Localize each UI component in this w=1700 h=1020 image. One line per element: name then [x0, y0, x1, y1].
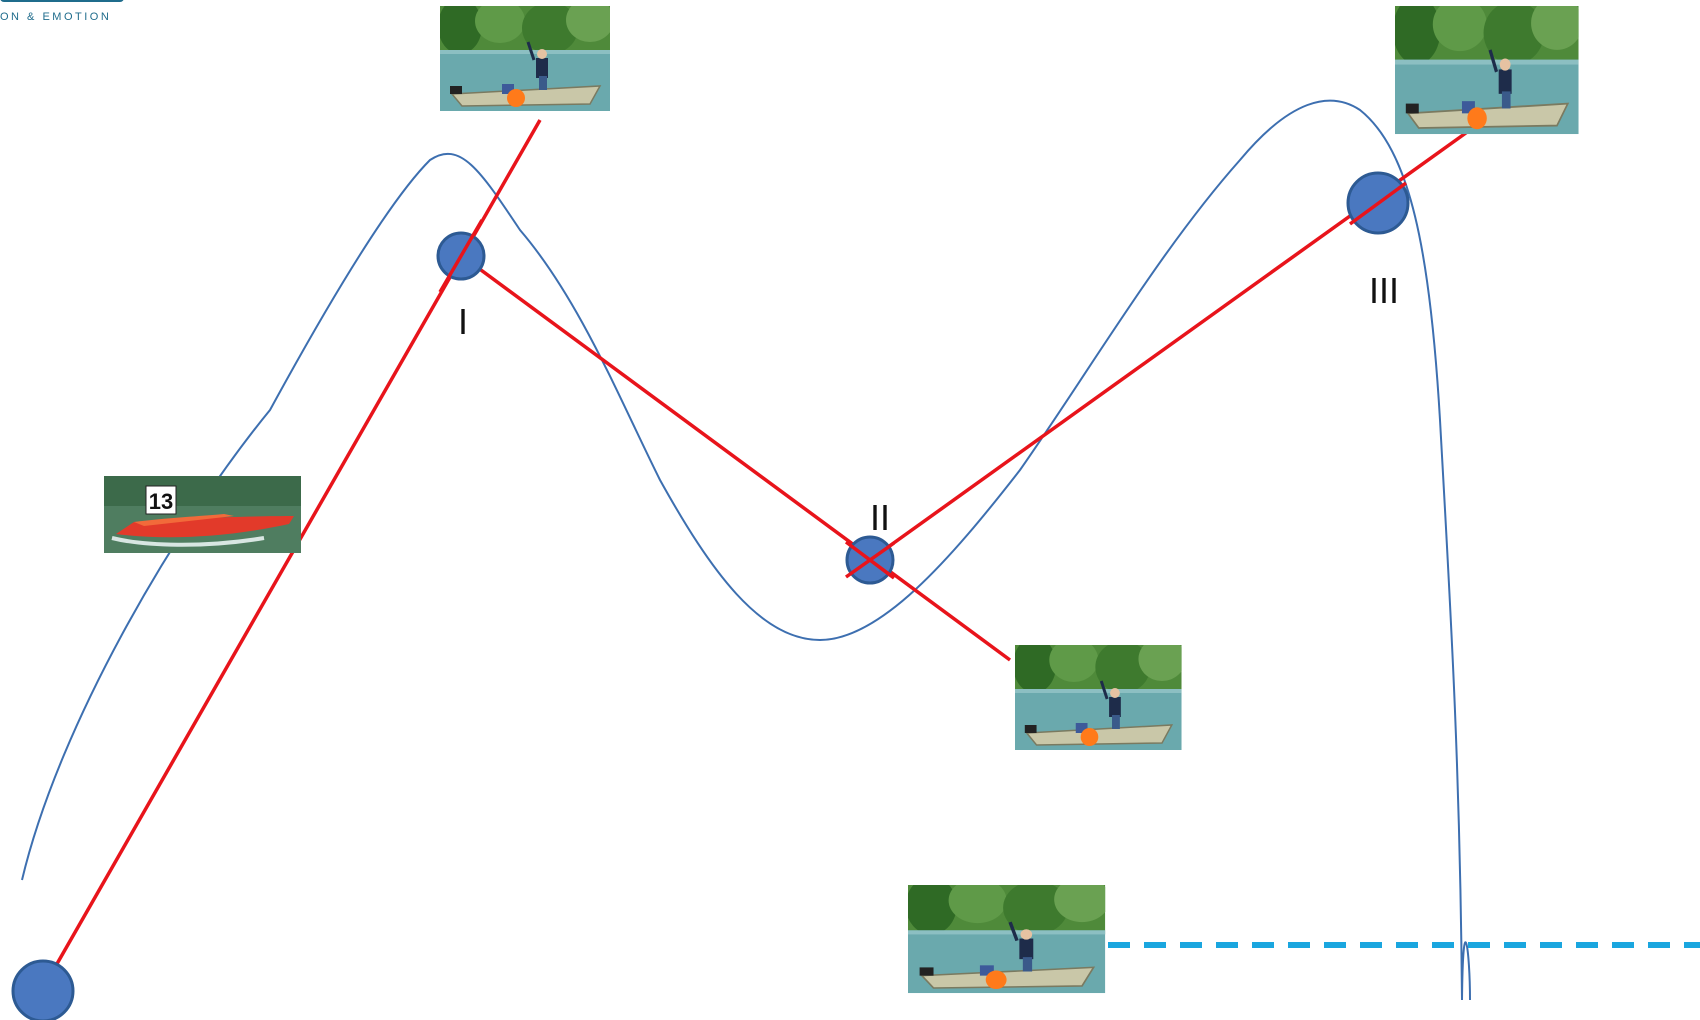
- logo-tagline: ON & EMOTION: [0, 11, 112, 23]
- label-point-II: II: [870, 497, 890, 538]
- label-point-III: III: [1369, 270, 1399, 311]
- photo-boat-top-center: [440, 6, 610, 111]
- photo-boat-middle: [1015, 645, 1182, 750]
- photo-boat-bottom: [908, 885, 1106, 994]
- route-lines: [40, 119, 1472, 991]
- racing-boat-number: 13: [149, 489, 173, 514]
- logo-mark: [0, 0, 124, 2]
- buoy-start: [11, 959, 75, 1020]
- boat-path-curve: [21, 99, 1471, 1001]
- photo-racing-boat-13: 13: [104, 476, 301, 553]
- photo-boat-top-right: [1395, 6, 1579, 135]
- label-point-I: I: [458, 301, 468, 342]
